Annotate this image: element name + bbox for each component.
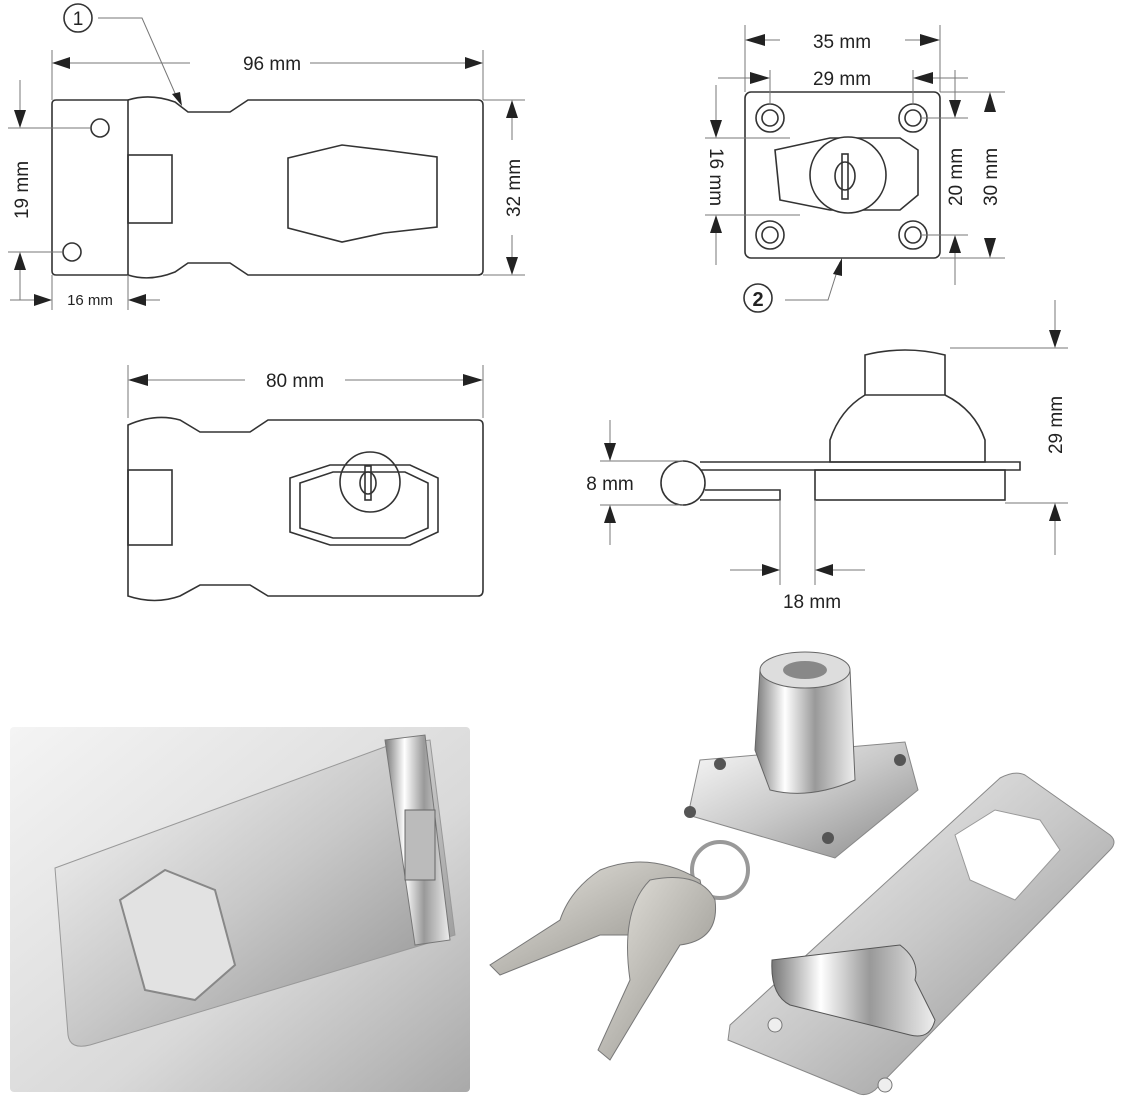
callout-2: 2 <box>752 289 763 311</box>
lock-hasp-keys-photo <box>489 651 1115 1096</box>
side-view-drawing: 29 mm 8 mm 18 mm <box>586 300 1068 613</box>
key-ring <box>690 840 750 900</box>
dim-18mm: 18 mm <box>783 592 841 613</box>
dim-16mm: 16 mm <box>67 292 113 309</box>
screw-hole <box>62 242 82 262</box>
hasp-top-drawing: 1 96 mm 32 mm 19 mm 16 mm <box>8 3 525 310</box>
hinge-barrel <box>660 460 706 506</box>
dim-96mm: 96 mm <box>243 54 301 75</box>
keyhole-cylinder <box>339 451 401 513</box>
dim-8mm: 8 mm <box>586 474 634 495</box>
dim-30mm: 30 mm <box>981 148 1002 206</box>
lock-plate <box>687 741 919 859</box>
callout-1: 1 <box>73 9 84 30</box>
dim-80mm: 80 mm <box>266 371 324 392</box>
key <box>597 877 717 1061</box>
dim-20mm: 20 mm <box>946 148 967 206</box>
screw-hole <box>90 118 110 138</box>
callout-1-circle <box>63 3 93 33</box>
hasp-front-drawing: 80 mm <box>127 365 484 602</box>
dim-32mm: 32 mm <box>504 159 525 217</box>
dim-16mm-plate: 16 mm <box>705 148 726 206</box>
dim-29mm: 29 mm <box>813 69 871 90</box>
hex-opening <box>287 144 438 243</box>
dim-35mm: 35 mm <box>813 32 871 53</box>
hasp-closeup-photo <box>10 727 470 1092</box>
dim-19mm: 19 mm <box>12 161 33 219</box>
callout-2-circle <box>743 283 773 313</box>
dim-29mm-height: 29 mm <box>1046 396 1067 454</box>
lock-plate-drawing: 2 35 mm 29 mm 16 mm 20 mm 30 mm <box>705 25 1005 313</box>
hinge <box>771 944 936 1037</box>
